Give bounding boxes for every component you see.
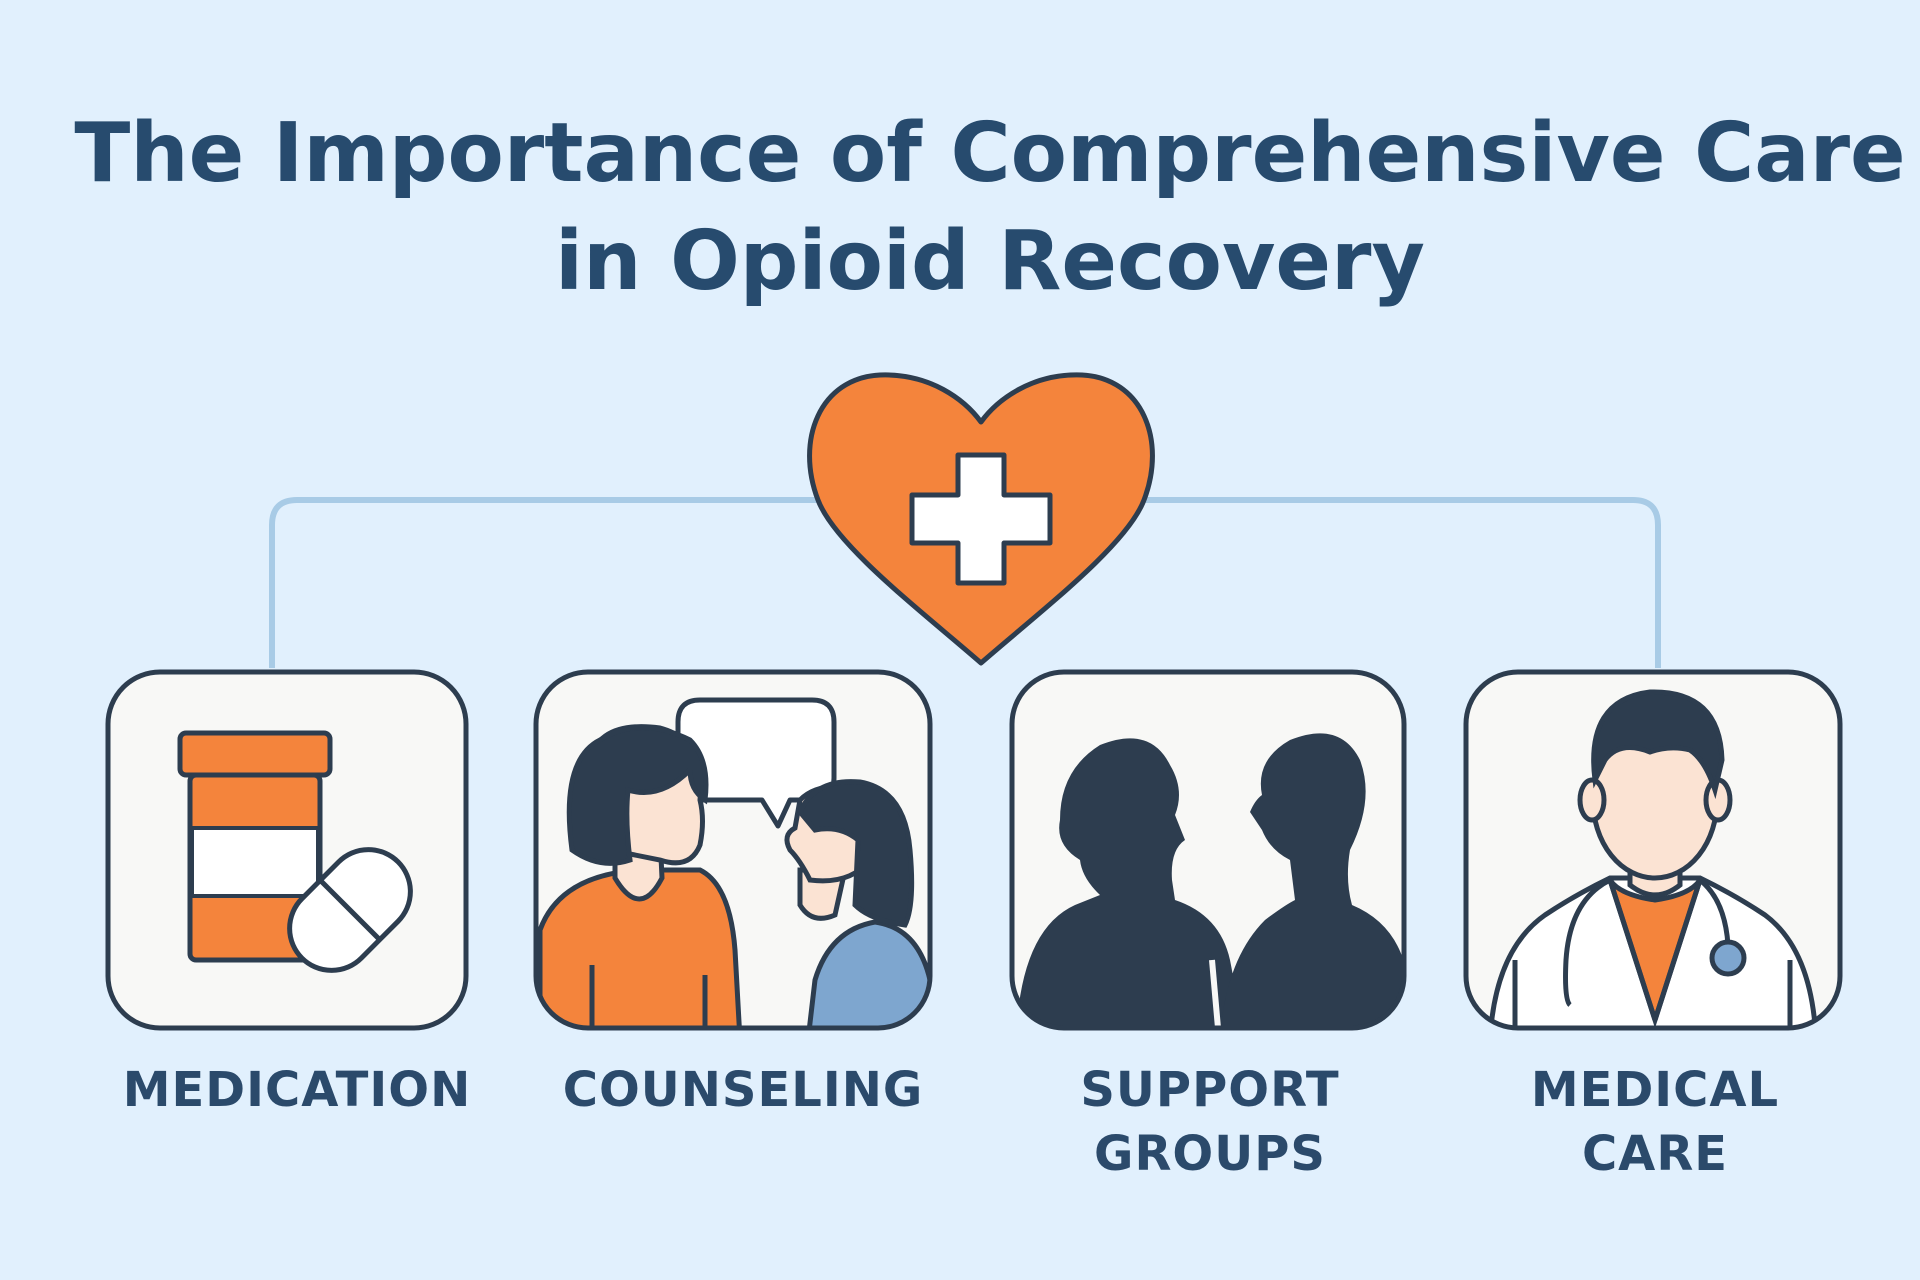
heart-with-medical-cross-icon <box>807 372 1155 666</box>
connector-line-right <box>1130 497 1661 668</box>
label-support-groups: SUPPORT GROUPS <box>990 1058 1430 1186</box>
counseling-conversation-icon <box>537 697 930 1028</box>
doctor-with-stethoscope-icon <box>1487 689 1819 1028</box>
card-medical-care <box>1463 669 1843 1031</box>
label-medical-care-line-1: MEDICAL <box>1530 1062 1780 1118</box>
medication-bottle-and-pill-icon <box>177 730 413 973</box>
card-counseling <box>533 669 933 1031</box>
diagram-title: The Importance of Comprehensive Care in … <box>0 100 1920 316</box>
label-counseling-line-1: COUNSELING <box>562 1062 924 1118</box>
label-medication-line-1: MEDICATION <box>122 1062 472 1118</box>
title-line-1: The Importance of Comprehensive Care <box>74 106 1906 201</box>
label-medication: MEDICATION <box>77 1058 517 1122</box>
label-medical-care-line-2: CARE <box>1581 1126 1729 1182</box>
label-support-groups-line-2: GROUPS <box>1094 1126 1326 1182</box>
label-counseling: COUNSELING <box>523 1058 963 1122</box>
connector-line-left <box>269 497 830 668</box>
support-groups-silhouettes-icon <box>1016 733 1404 1028</box>
card-medication <box>105 669 469 1031</box>
label-support-groups-line-1: SUPPORT <box>1080 1062 1340 1118</box>
card-support-groups <box>1009 669 1407 1031</box>
title-line-2: in Opioid Recovery <box>555 214 1425 309</box>
label-medical-care: MEDICAL CARE <box>1435 1058 1875 1186</box>
